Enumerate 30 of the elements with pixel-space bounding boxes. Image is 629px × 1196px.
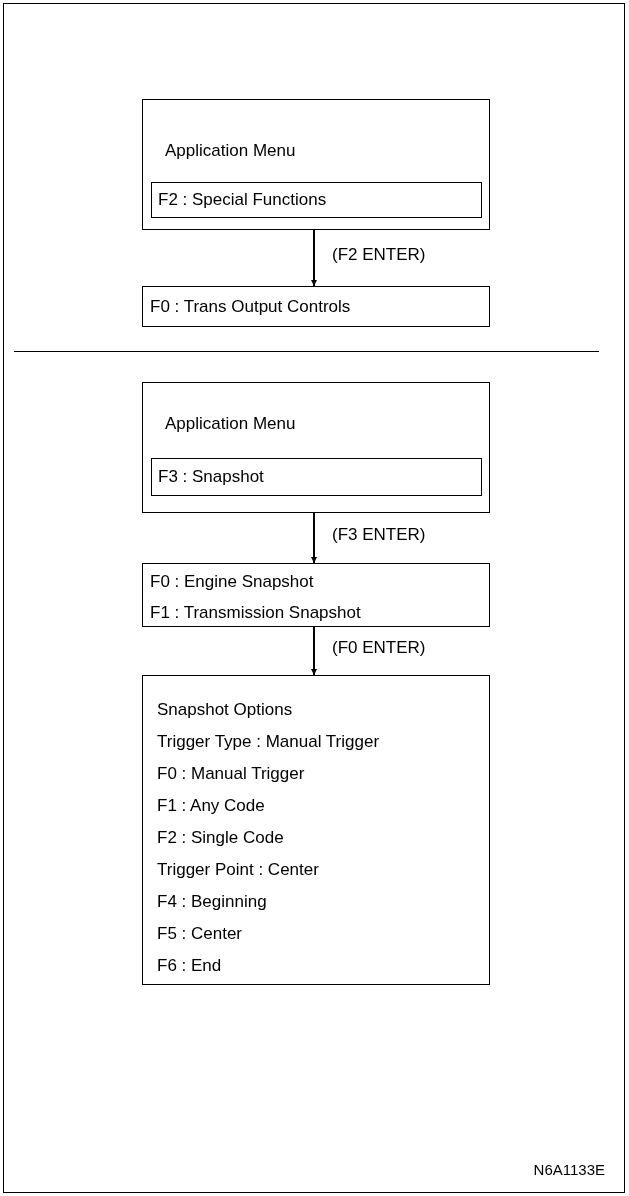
menu-text: F3 : Snapshot [158, 466, 264, 488]
menu-text: Application Menu [165, 140, 296, 162]
menu-text: F1 : Any Code [157, 795, 265, 817]
menu-text: F1 : Transmission Snapshot [150, 602, 361, 624]
menu-option-box [151, 182, 482, 218]
figure-code: N6A1133E [533, 1161, 605, 1178]
menu-text: F0 : Engine Snapshot [150, 571, 314, 593]
menu-text: Trigger Point : Center [157, 859, 319, 881]
menu-text: F0 : Trans Output Controls [150, 296, 351, 318]
menu-box [142, 675, 490, 985]
arrow [310, 512, 318, 564]
menu-text: F4 : Beginning [157, 891, 267, 913]
menu-text: F0 : Manual Trigger [157, 763, 305, 785]
menu-text: Trigger Type : Manual Trigger [157, 731, 380, 753]
menu-text: F5 : Center [157, 923, 243, 945]
edge-label: (F2 ENTER) [330, 245, 428, 265]
arrow [310, 626, 318, 676]
menu-box [142, 286, 490, 327]
menu-text: F2 : Single Code [157, 827, 284, 849]
menu-box [142, 99, 490, 230]
menu-text: F2 : Special Functions [158, 189, 327, 211]
arrow [310, 229, 318, 287]
menu-box [142, 563, 490, 627]
menu-box [142, 382, 490, 513]
edge-label: (F0 ENTER) [330, 638, 428, 658]
menu-text: Application Menu [165, 413, 296, 435]
edge-label: (F3 ENTER) [330, 525, 428, 545]
menu-text: F6 : End [157, 955, 222, 977]
menu-option-box [151, 458, 482, 496]
menu-heading: Snapshot Options [157, 699, 293, 721]
